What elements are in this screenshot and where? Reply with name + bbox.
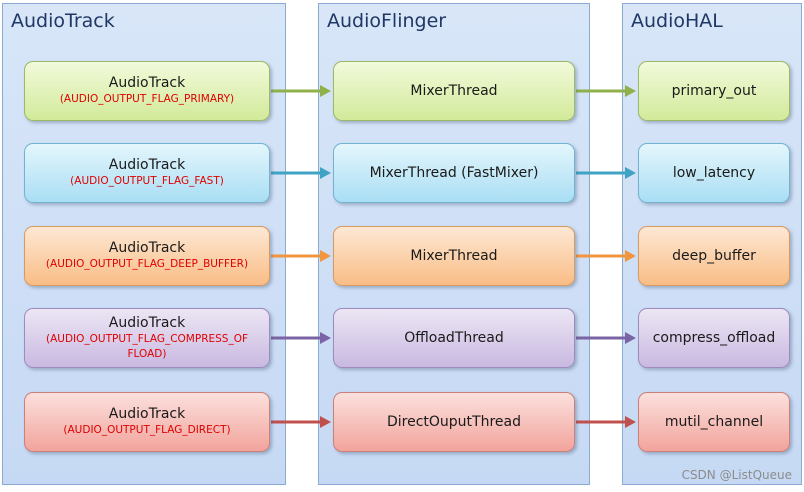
arrow-head-0-0 — [320, 85, 331, 97]
thread-label: MixerThread (FastMixer) — [369, 164, 539, 181]
output-label: mutil_channel — [664, 413, 764, 430]
output-label: compress_offload — [652, 329, 776, 346]
arrow-head-3-1 — [625, 332, 636, 344]
track-box-primary: AudioTrack (AUDIO_OUTPUT_FLAG_PRIMARY) — [24, 61, 270, 121]
track-label: AudioTrack — [108, 314, 186, 331]
arrow-head-1-0 — [320, 167, 331, 179]
track-box-fast: AudioTrack (AUDIO_OUTPUT_FLAG_FAST) — [24, 143, 270, 203]
track-box-deep-buffer: AudioTrack (AUDIO_OUTPUT_FLAG_DEEP_BUFFE… — [24, 226, 270, 286]
output-label: deep_buffer — [672, 247, 756, 264]
thread-box-compress-offload: OffloadThread — [333, 308, 575, 368]
thread-label: OffloadThread — [404, 329, 504, 346]
output-box-direct: mutil_channel — [638, 392, 790, 452]
track-flag: (AUDIO_OUTPUT_FLAG_FAST) — [70, 175, 224, 187]
track-label: AudioTrack — [108, 157, 186, 173]
arrow-head-0-1 — [625, 85, 636, 97]
output-box-compress-offload: compress_offload — [638, 308, 790, 368]
arrow-head-2-0 — [320, 250, 331, 262]
track-box-compress-offload: AudioTrack (AUDIO_OUTPUT_FLAG_COMPRESS_O… — [24, 308, 270, 368]
arrow-head-4-0 — [320, 416, 331, 428]
audioflinger-column-title: AudioFlinger — [327, 10, 447, 32]
track-label: AudioTrack — [108, 75, 186, 91]
arrow-head-3-0 — [320, 332, 331, 344]
output-box-fast: low_latency — [638, 143, 790, 203]
track-label: AudioTrack — [108, 240, 186, 256]
output-label: low_latency — [672, 164, 756, 181]
track-label: AudioTrack — [108, 406, 186, 422]
watermark: CSDN @ListQueue — [681, 468, 792, 482]
audiohal-column-title: AudioHAL — [631, 10, 723, 32]
arrow-head-4-1 — [625, 416, 636, 428]
thread-box-deep-buffer: MixerThread — [333, 226, 575, 286]
track-flag: (AUDIO_OUTPUT_FLAG_DEEP_BUFFER) — [45, 258, 249, 270]
thread-box-direct: DirectOuputThread — [333, 392, 575, 452]
track-box-direct: AudioTrack (AUDIO_OUTPUT_FLAG_DIRECT) — [24, 392, 270, 452]
thread-box-fast: MixerThread (FastMixer) — [333, 143, 575, 203]
thread-box-primary: MixerThread — [333, 61, 575, 121]
track-flag: (AUDIO_OUTPUT_FLAG_PRIMARY) — [59, 93, 235, 105]
arrow-head-2-1 — [625, 250, 636, 262]
arrow-head-1-1 — [625, 167, 636, 179]
track-flag: (AUDIO_OUTPUT_FLAG_COMPRESS_OF FLOAD) — [45, 332, 249, 360]
track-flag: (AUDIO_OUTPUT_FLAG_DIRECT) — [63, 424, 231, 436]
output-label: primary_out — [671, 82, 757, 99]
audiotrack-column-title: AudioTrack — [11, 10, 115, 32]
output-box-deep-buffer: deep_buffer — [638, 226, 790, 286]
thread-label: MixerThread — [410, 82, 498, 99]
thread-label: DirectOuputThread — [386, 413, 521, 430]
output-box-primary: primary_out — [638, 61, 790, 121]
thread-label: MixerThread — [410, 247, 498, 264]
